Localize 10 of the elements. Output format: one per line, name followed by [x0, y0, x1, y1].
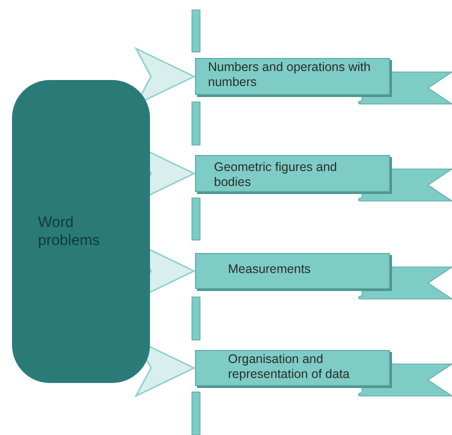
node-label: Word problems	[38, 214, 101, 250]
node-label: Measurements	[228, 262, 312, 277]
banner-box	[195, 155, 390, 192]
node-label: Organisation and representation of data	[228, 352, 351, 382]
rounded-box	[12, 80, 150, 383]
node-label: Geometric figures and bodies	[214, 160, 338, 190]
banner-box	[195, 253, 390, 289]
banner-box	[195, 58, 390, 95]
node-label: Numbers and operations with numbers	[208, 60, 372, 90]
banner-box	[195, 350, 390, 386]
